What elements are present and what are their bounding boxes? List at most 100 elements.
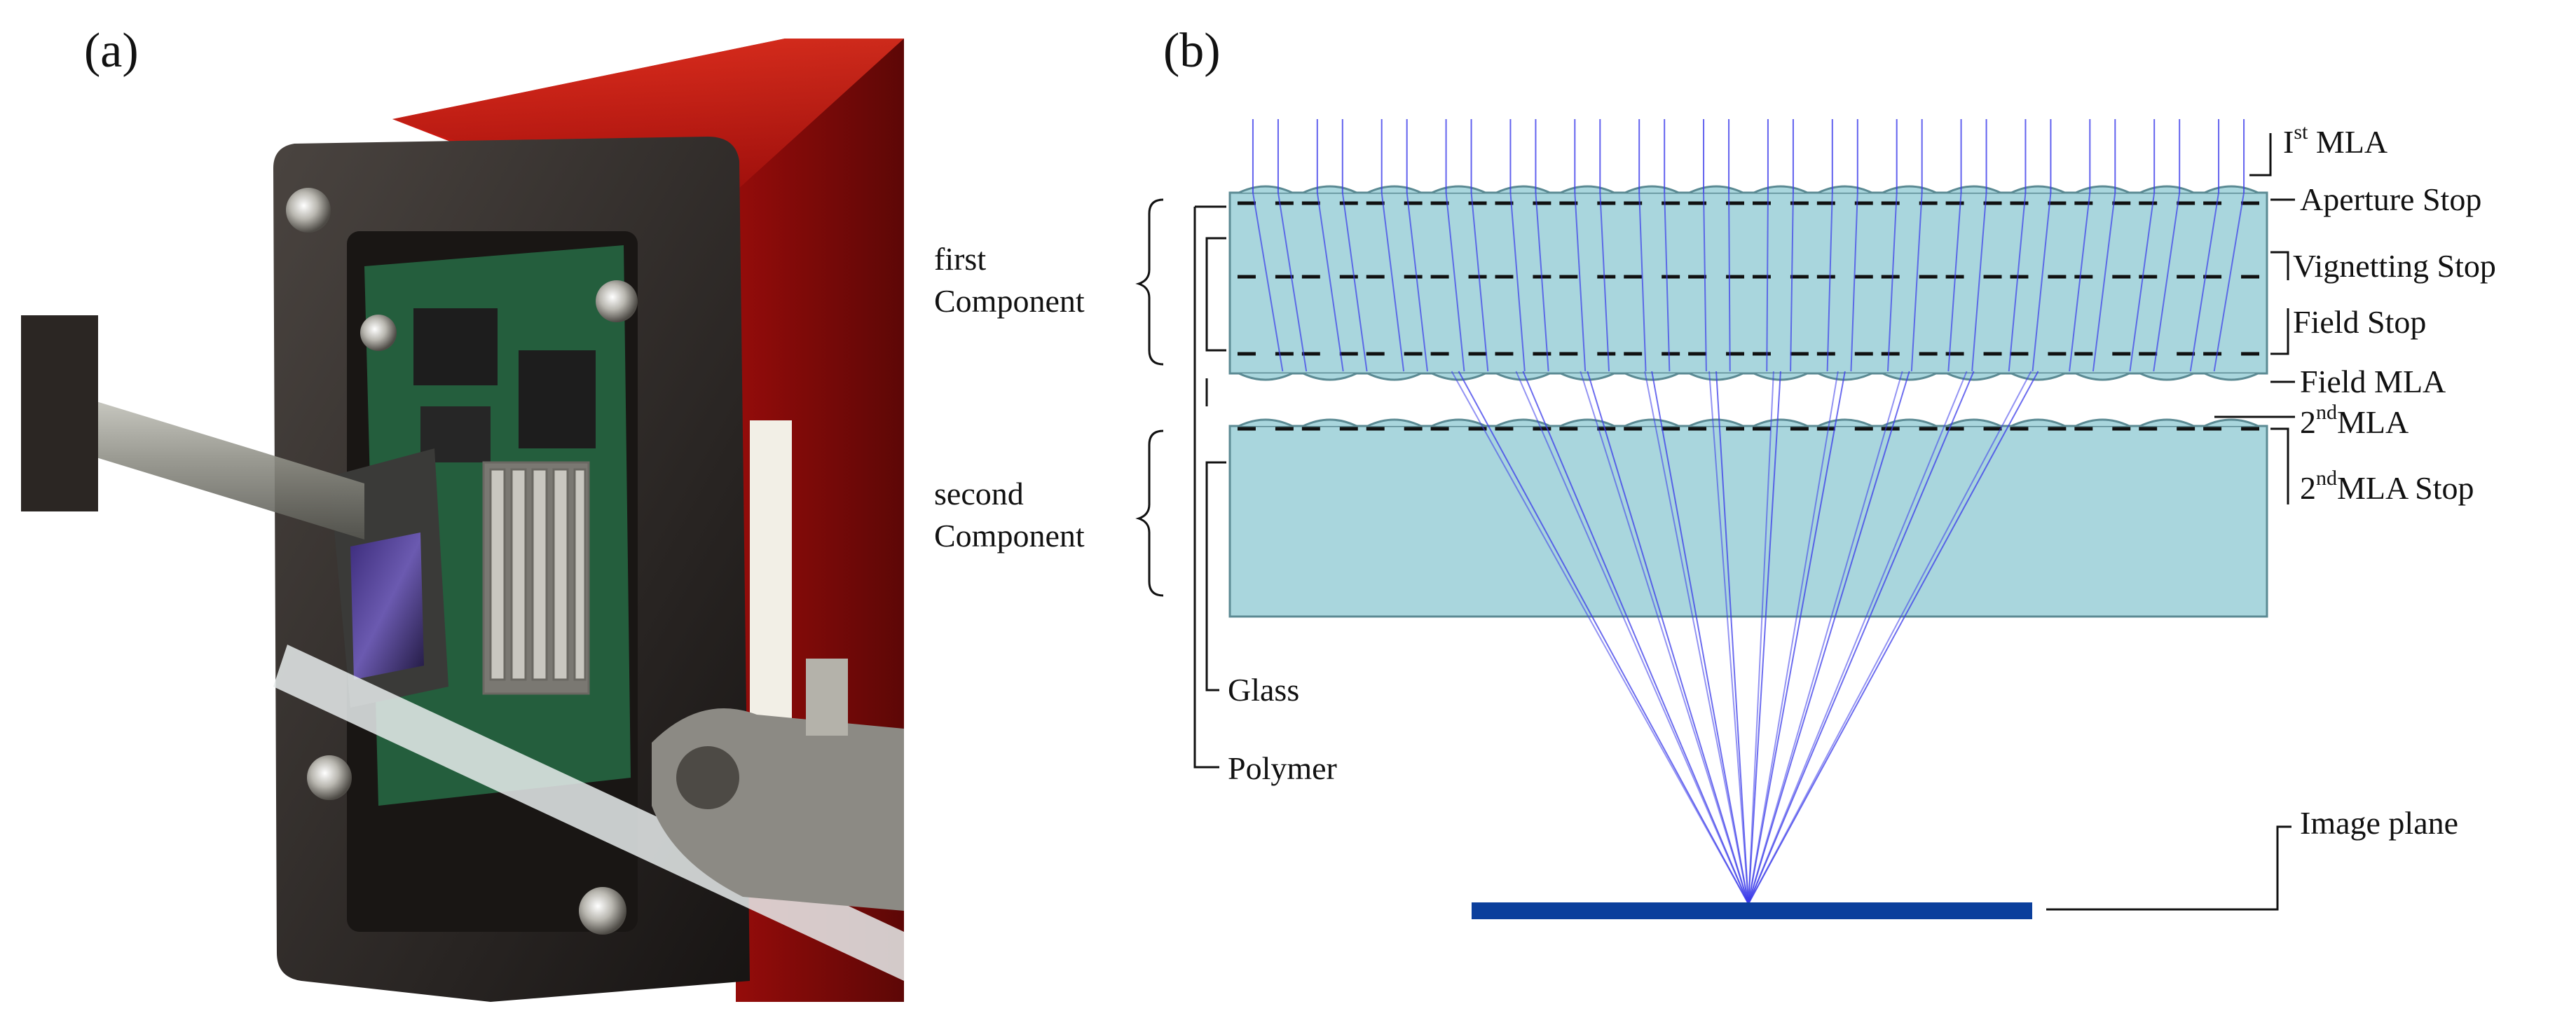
- internal-ray: [1341, 192, 1368, 372]
- internal-ray: [2008, 192, 2027, 372]
- internal-ray: [2032, 192, 2052, 372]
- converging-ray: [1651, 371, 1749, 905]
- second-mla-lenslet: [1303, 418, 1357, 427]
- first-mla-lenslet: [1882, 185, 1937, 194]
- internal-ray: [2189, 192, 2220, 372]
- converging-ray: [1451, 371, 1749, 905]
- vignetting-stop-label: Vignetting Stop: [2293, 248, 2496, 284]
- connector-pins: [482, 461, 590, 695]
- camera-body-top: [392, 39, 904, 210]
- field-mla-lenslet: [1238, 372, 1293, 381]
- converging-ray: [1748, 371, 1910, 905]
- converging-ray: [1458, 371, 1749, 905]
- internal-ray: [1971, 192, 1987, 372]
- internal-ray: [1406, 192, 1428, 372]
- internal-ray: [1886, 192, 1898, 372]
- converging-ray: [1587, 371, 1749, 905]
- internal-ray: [1445, 192, 1465, 372]
- internal-ray: [1535, 192, 1549, 372]
- second-mla-lenslet: [1882, 418, 1937, 427]
- first-mla-lenslet: [1946, 185, 2001, 194]
- field-mla-lenslet: [2204, 372, 2259, 381]
- first-mla-lenslet: [1367, 185, 1422, 194]
- second-component-line2: Component: [934, 518, 1085, 553]
- second-mla-lenslet: [1753, 418, 1808, 427]
- first-mla-leader: [2249, 133, 2272, 177]
- first-mla-lenslet: [1753, 185, 1808, 194]
- second-mla-lenslet: [2010, 418, 2066, 427]
- glass-label: Glass: [1228, 672, 1299, 708]
- second-mla-stop-label: 2ndMLA Stop: [2300, 467, 2474, 506]
- first-component-plate: [1228, 191, 2268, 375]
- polymer-leader: [1193, 207, 1219, 769]
- screw-bottom-left: [307, 755, 352, 800]
- first-component-brace: [1135, 198, 1164, 366]
- field-mla-label: Field MLA: [2300, 364, 2446, 399]
- field-mla-lenslet: [2075, 372, 2130, 381]
- second-mla-lenslet: [1818, 418, 1872, 427]
- material-leaders: [1193, 205, 1226, 769]
- first-component-line2: Component: [934, 283, 1085, 319]
- first-mla-label: Ist MLA: [2283, 121, 2387, 160]
- internal-ray: [1850, 192, 1858, 372]
- internal-ray: [1316, 192, 1344, 372]
- internal-ray: [1638, 192, 1647, 372]
- internal-ray: [1766, 192, 1769, 372]
- field-mla-lenslet: [1624, 372, 1679, 381]
- field-mla-lenslet: [1495, 372, 1551, 381]
- converging-ray: [1715, 371, 1749, 905]
- second-mla-label: 2ndMLA: [2300, 401, 2409, 440]
- first-mla-lenslet: [2204, 185, 2259, 194]
- internal-ray: [2213, 192, 2245, 372]
- field-mla-lenslet: [1303, 372, 1357, 381]
- camera-photo: [21, 39, 904, 1002]
- first-mla-lenslet: [1689, 185, 1743, 194]
- rod-holder-left: [21, 315, 98, 511]
- internal-ray: [2153, 192, 2181, 372]
- converging-ray: [1748, 371, 1846, 905]
- converging-ray: [1748, 371, 1781, 905]
- converging-ray: [1748, 371, 1968, 905]
- field-mla-lenslet: [2139, 372, 2194, 381]
- panel-b: (b) first Component second Component Gla…: [934, 24, 2496, 919]
- first-mla-lenslet: [2075, 185, 2130, 194]
- field-mla-lenslet: [2010, 372, 2066, 381]
- ic-chip-1: [413, 308, 498, 385]
- panel-a: (a): [21, 24, 904, 1002]
- second-component-brace: [1135, 429, 1164, 597]
- internal-ray: [1728, 192, 1731, 372]
- ray-bundle: [1252, 119, 2245, 905]
- internal-ray: [1381, 192, 1405, 372]
- second-mla-stop-leader: [2270, 427, 2289, 504]
- field-mla-lenslet: [1946, 372, 2001, 381]
- screw-top-right: [596, 280, 638, 322]
- internal-ray: [1574, 192, 1587, 372]
- ic-chip-2: [519, 350, 596, 448]
- camera-label-strip: [750, 420, 792, 771]
- first-mla-lenslet: [2139, 185, 2194, 194]
- field-mla-lenslet: [1431, 372, 1486, 381]
- field-mla-lenslet: [1367, 372, 1422, 381]
- internal-ray: [1826, 192, 1833, 372]
- component-braces: [1135, 198, 1164, 597]
- second-mla-lenslet: [1689, 418, 1743, 427]
- clamp-knob: [676, 746, 739, 809]
- first-mla-lenslet: [1303, 185, 1357, 194]
- internal-ray: [2092, 192, 2116, 372]
- second-mla-lenslet: [1560, 418, 1615, 427]
- internal-ray: [1252, 192, 1284, 372]
- stop-layers: [1238, 201, 2259, 431]
- callout-leaders: [2046, 133, 2295, 911]
- internal-ray: [1910, 192, 1923, 372]
- glass-rod-left: [21, 378, 364, 539]
- converging-ray: [1748, 371, 1975, 905]
- converging-ray: [1748, 371, 1903, 905]
- screw-top-left: [286, 188, 331, 233]
- first-mla-lenslet: [1238, 185, 1293, 194]
- internal-ray: [1277, 192, 1308, 372]
- converging-ray: [1515, 371, 1749, 905]
- second-component-plate: [1228, 425, 2268, 618]
- converging-ray: [1644, 371, 1749, 905]
- first-mla-lenslet: [1818, 185, 1872, 194]
